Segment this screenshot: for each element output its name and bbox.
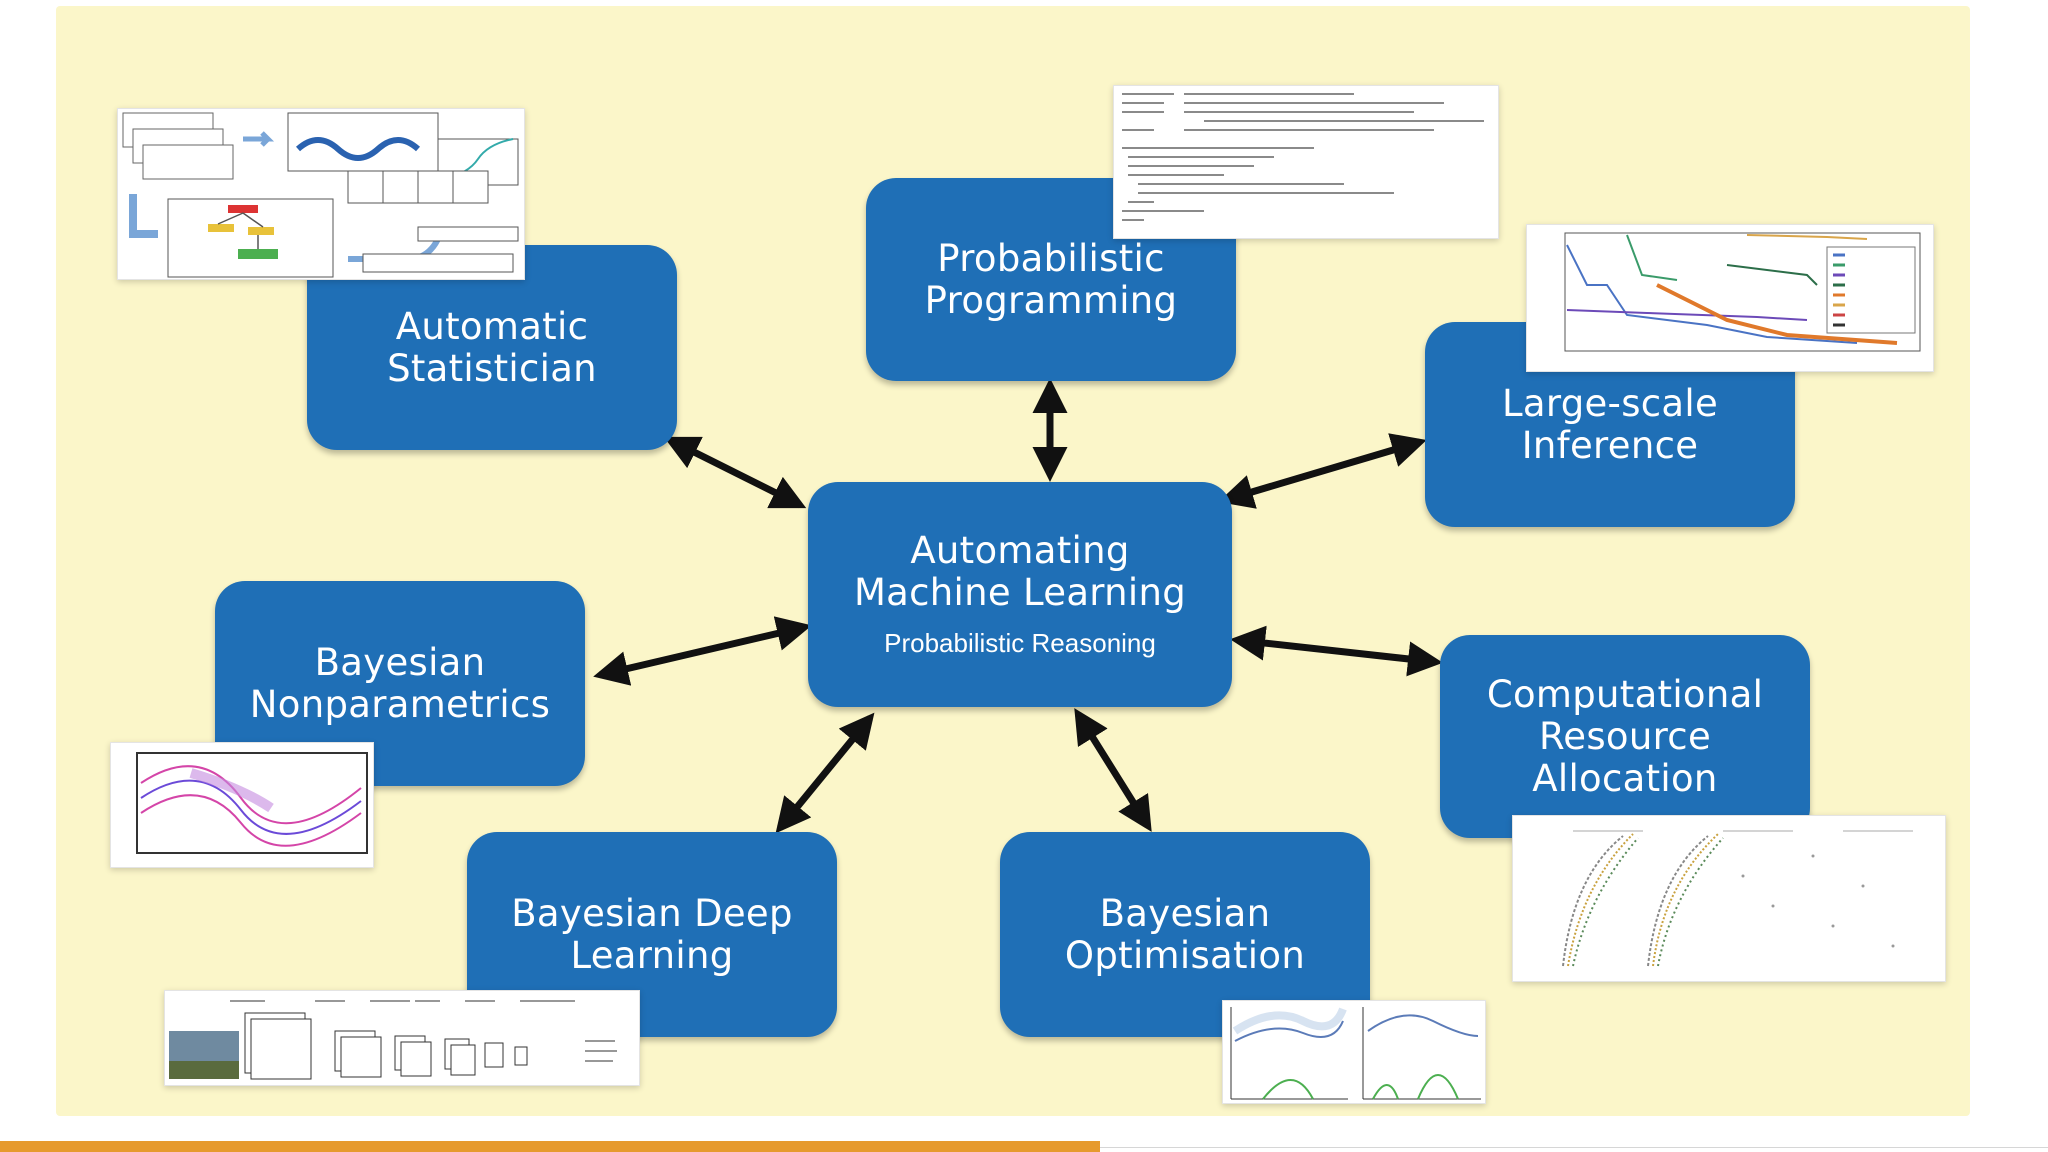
cnn-architecture-figure xyxy=(164,990,640,1086)
node-label: Probabilistic Programming xyxy=(924,236,1178,322)
node-label: Automatic Statistician xyxy=(387,304,597,390)
inference-convergence-plot xyxy=(1526,224,1934,372)
node-center-automating-ml: Automating Machine Learning Probabilisti… xyxy=(808,482,1232,707)
learning-curves-plot xyxy=(1512,815,1946,982)
node-label: Bayesian Nonparametrics xyxy=(249,640,551,726)
bayesian-optimisation-plot xyxy=(1222,1000,1486,1104)
bottom-divider xyxy=(1100,1147,2048,1148)
node-label: Large-scale Inference xyxy=(1501,381,1719,467)
automatic-statistician-figure xyxy=(117,108,525,280)
node-computational-resource-allocation: Computational Resource Allocation xyxy=(1440,635,1810,838)
node-label: Bayesian Optimisation xyxy=(1064,891,1306,977)
probabilistic-program-code xyxy=(1113,85,1499,239)
node-label: Bayesian Deep Learning xyxy=(511,891,793,977)
node-label: Computational Resource Allocation xyxy=(1486,672,1764,800)
gaussian-process-plot xyxy=(110,742,374,868)
center-subtitle: Probabilistic Reasoning xyxy=(884,628,1156,658)
center-title: Automating Machine Learning xyxy=(853,529,1187,614)
accent-progress-bar xyxy=(0,1141,1100,1152)
